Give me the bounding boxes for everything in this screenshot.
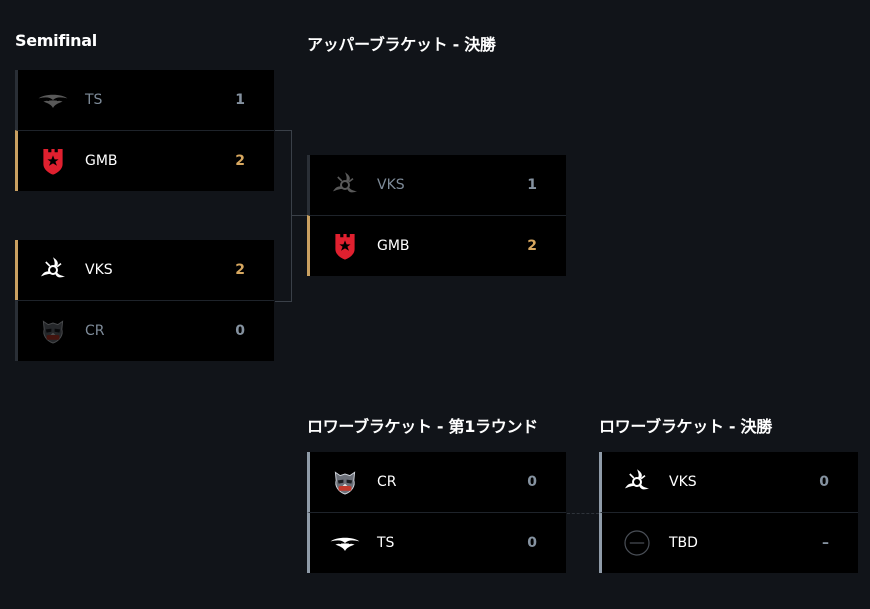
team-name: CR	[377, 474, 397, 490]
team-score: 0	[527, 535, 537, 551]
team-score: 2	[235, 153, 245, 169]
team-score: 1	[235, 92, 245, 108]
lower-bracket-connector	[567, 513, 599, 514]
team-row[interactable]: VKS 2	[15, 240, 274, 300]
team-name: VKS	[377, 177, 405, 193]
team-secret-logo	[36, 83, 70, 117]
team-name: VKS	[85, 262, 113, 278]
team-row[interactable]: TBD –	[599, 512, 858, 573]
team-score: 2	[235, 262, 245, 278]
team-secret-logo	[328, 526, 362, 560]
team-name: CR	[85, 323, 105, 339]
gambit-logo	[36, 144, 70, 178]
team-name: GMB	[377, 238, 410, 254]
team-row[interactable]: TS 0	[307, 512, 566, 573]
match-card-semifinal-2[interactable]: VKS 2 CR 0	[15, 240, 274, 361]
cr-raccoon-logo	[328, 465, 362, 499]
match-card-semifinal-1[interactable]: TS 1 GMB 2	[15, 70, 274, 191]
team-name: GMB	[85, 153, 118, 169]
team-row[interactable]: GMB 2	[307, 215, 566, 276]
upper-final-connector	[291, 215, 307, 216]
team-row[interactable]: VKS 1	[307, 155, 566, 215]
vikings-logo	[328, 168, 362, 202]
gambit-logo	[328, 229, 362, 263]
vikings-logo	[36, 253, 70, 287]
match-card-lower-final[interactable]: VKS 0 TBD –	[599, 452, 858, 573]
upper-final-heading: アッパーブラケット - 決勝	[307, 35, 496, 54]
match-card-upper-final[interactable]: VKS 1 GMB 2	[307, 155, 566, 276]
team-row[interactable]: VKS 0	[599, 452, 858, 512]
match-card-lower-round1[interactable]: CR 0 TS 0	[307, 452, 566, 573]
team-score: 2	[527, 238, 537, 254]
team-row[interactable]: TS 1	[15, 70, 274, 130]
semifinal-connector	[275, 130, 292, 302]
team-row[interactable]: CR 0	[15, 300, 274, 361]
semifinal-heading: Semifinal	[15, 31, 97, 50]
team-score: –	[822, 535, 829, 551]
team-name: TBD	[669, 535, 698, 551]
team-score: 1	[527, 177, 537, 193]
team-score: 0	[235, 323, 245, 339]
team-score: 0	[819, 474, 829, 490]
team-score: 0	[527, 474, 537, 490]
lower-round1-heading: ロワーブラケット - 第1ラウンド	[307, 417, 538, 436]
team-row[interactable]: CR 0	[307, 452, 566, 512]
team-row[interactable]: GMB 2	[15, 130, 274, 191]
lower-final-heading: ロワーブラケット - 決勝	[599, 417, 772, 436]
team-name: TS	[377, 535, 395, 551]
vikings-logo	[620, 465, 654, 499]
cr-raccoon-logo	[36, 314, 70, 348]
team-name: TS	[85, 92, 103, 108]
team-name: VKS	[669, 474, 697, 490]
tbd-placeholder-icon	[620, 526, 654, 560]
